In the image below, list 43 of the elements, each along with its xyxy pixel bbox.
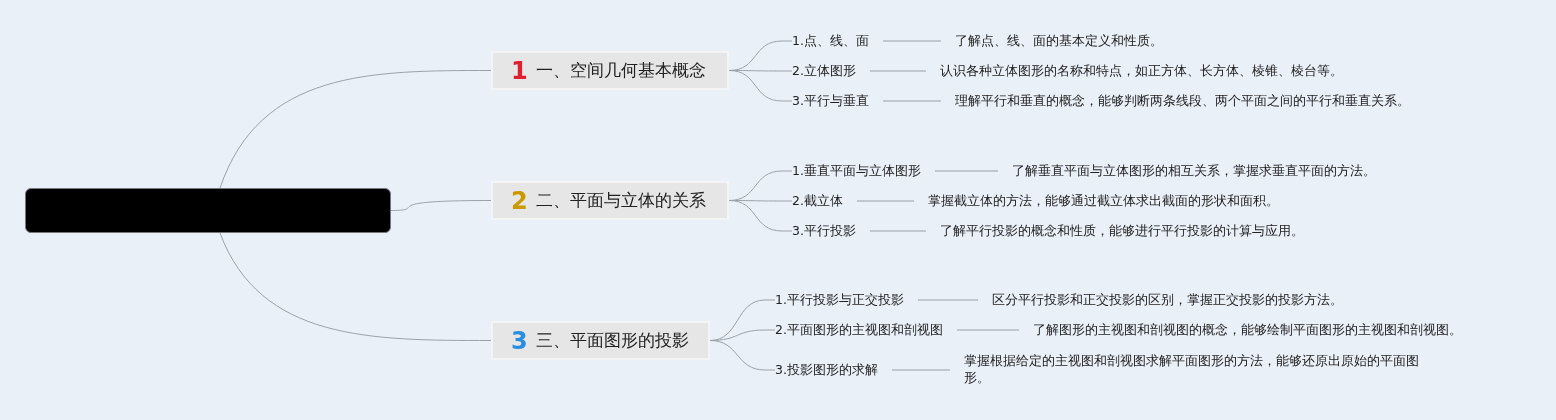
branch-box (491, 51, 729, 90)
number-icon: 1 (511, 56, 528, 85)
subtopic-label: 3.平行与垂直 (792, 93, 883, 109)
branch-curve (709, 340, 776, 371)
subtopic-label: 3.平行投影 (792, 223, 870, 239)
connector-line (917, 299, 979, 301)
branch-curve (728, 200, 793, 232)
connector-line (934, 170, 999, 172)
branch-box (491, 181, 729, 220)
branch-curve (219, 70, 492, 189)
description-text: 掌握根据给定的主视图和剖视图求解平面图形的方法，能够还原出原始的平面图形。 (950, 352, 1440, 386)
subtopic-label: 2.平面图形的主视图和剖视图 (775, 322, 957, 338)
branch-title: 三、平面图形的投影 (535, 329, 689, 352)
connector-line (882, 40, 942, 42)
subtopic-label: 1.垂直平面与立体图形 (792, 163, 935, 179)
subtopic-label: 1.平行投影与正交投影 (775, 292, 918, 308)
description-text: 理解平行和垂直的概念，能够判断两条线段、两个平面之间的平行和垂直关系。 (941, 92, 1410, 109)
connector-line (869, 70, 927, 72)
description-text: 了解点、线、面的基本定义和性质。 (941, 32, 1163, 49)
subtopic-label: 1.点、线、面 (792, 33, 883, 49)
branch-box (491, 321, 710, 360)
connector-line (882, 100, 942, 102)
branch-title: 二、平面与立体的关系 (535, 189, 706, 212)
branch-curve (728, 70, 793, 102)
branch-title: 一、空间几何基本概念 (535, 59, 706, 82)
connector-line (891, 369, 951, 371)
description-text: 掌握截立体的方法，能够通过截立体求出截面的形状和面积。 (914, 192, 1279, 209)
number-icon: 3 (511, 326, 528, 355)
description-text: 认识各种立体图形的名称和特点，如正方体、长方体、棱锥、棱台等。 (926, 62, 1343, 79)
connector-line (856, 200, 915, 202)
description-text: 了解垂直平面与立体图形的相互关系，掌握求垂直平面的方法。 (998, 162, 1376, 179)
connector-line (956, 329, 1020, 331)
number-icon: 2 (511, 186, 528, 215)
subtopic-label: 3.投影图形的求解 (775, 362, 892, 378)
subtopic-label: 2.截立体 (792, 193, 857, 209)
branch-curve (219, 232, 492, 341)
description-text: 了解平行投影的概念和性质，能够进行平行投影的计算与应用。 (926, 222, 1304, 239)
description-text: 区分平行投影和正交投影的区别，掌握正交投影的投影方法。 (978, 291, 1343, 308)
connector-line (869, 230, 927, 232)
branch-curve (390, 200, 492, 211)
description-text: 了解图形的主视图和剖视图的概念，能够绘制平面图形的主视图和剖视图。 (1019, 321, 1462, 338)
central-box (25, 188, 391, 233)
subtopic-label: 2.立体图形 (792, 63, 870, 79)
